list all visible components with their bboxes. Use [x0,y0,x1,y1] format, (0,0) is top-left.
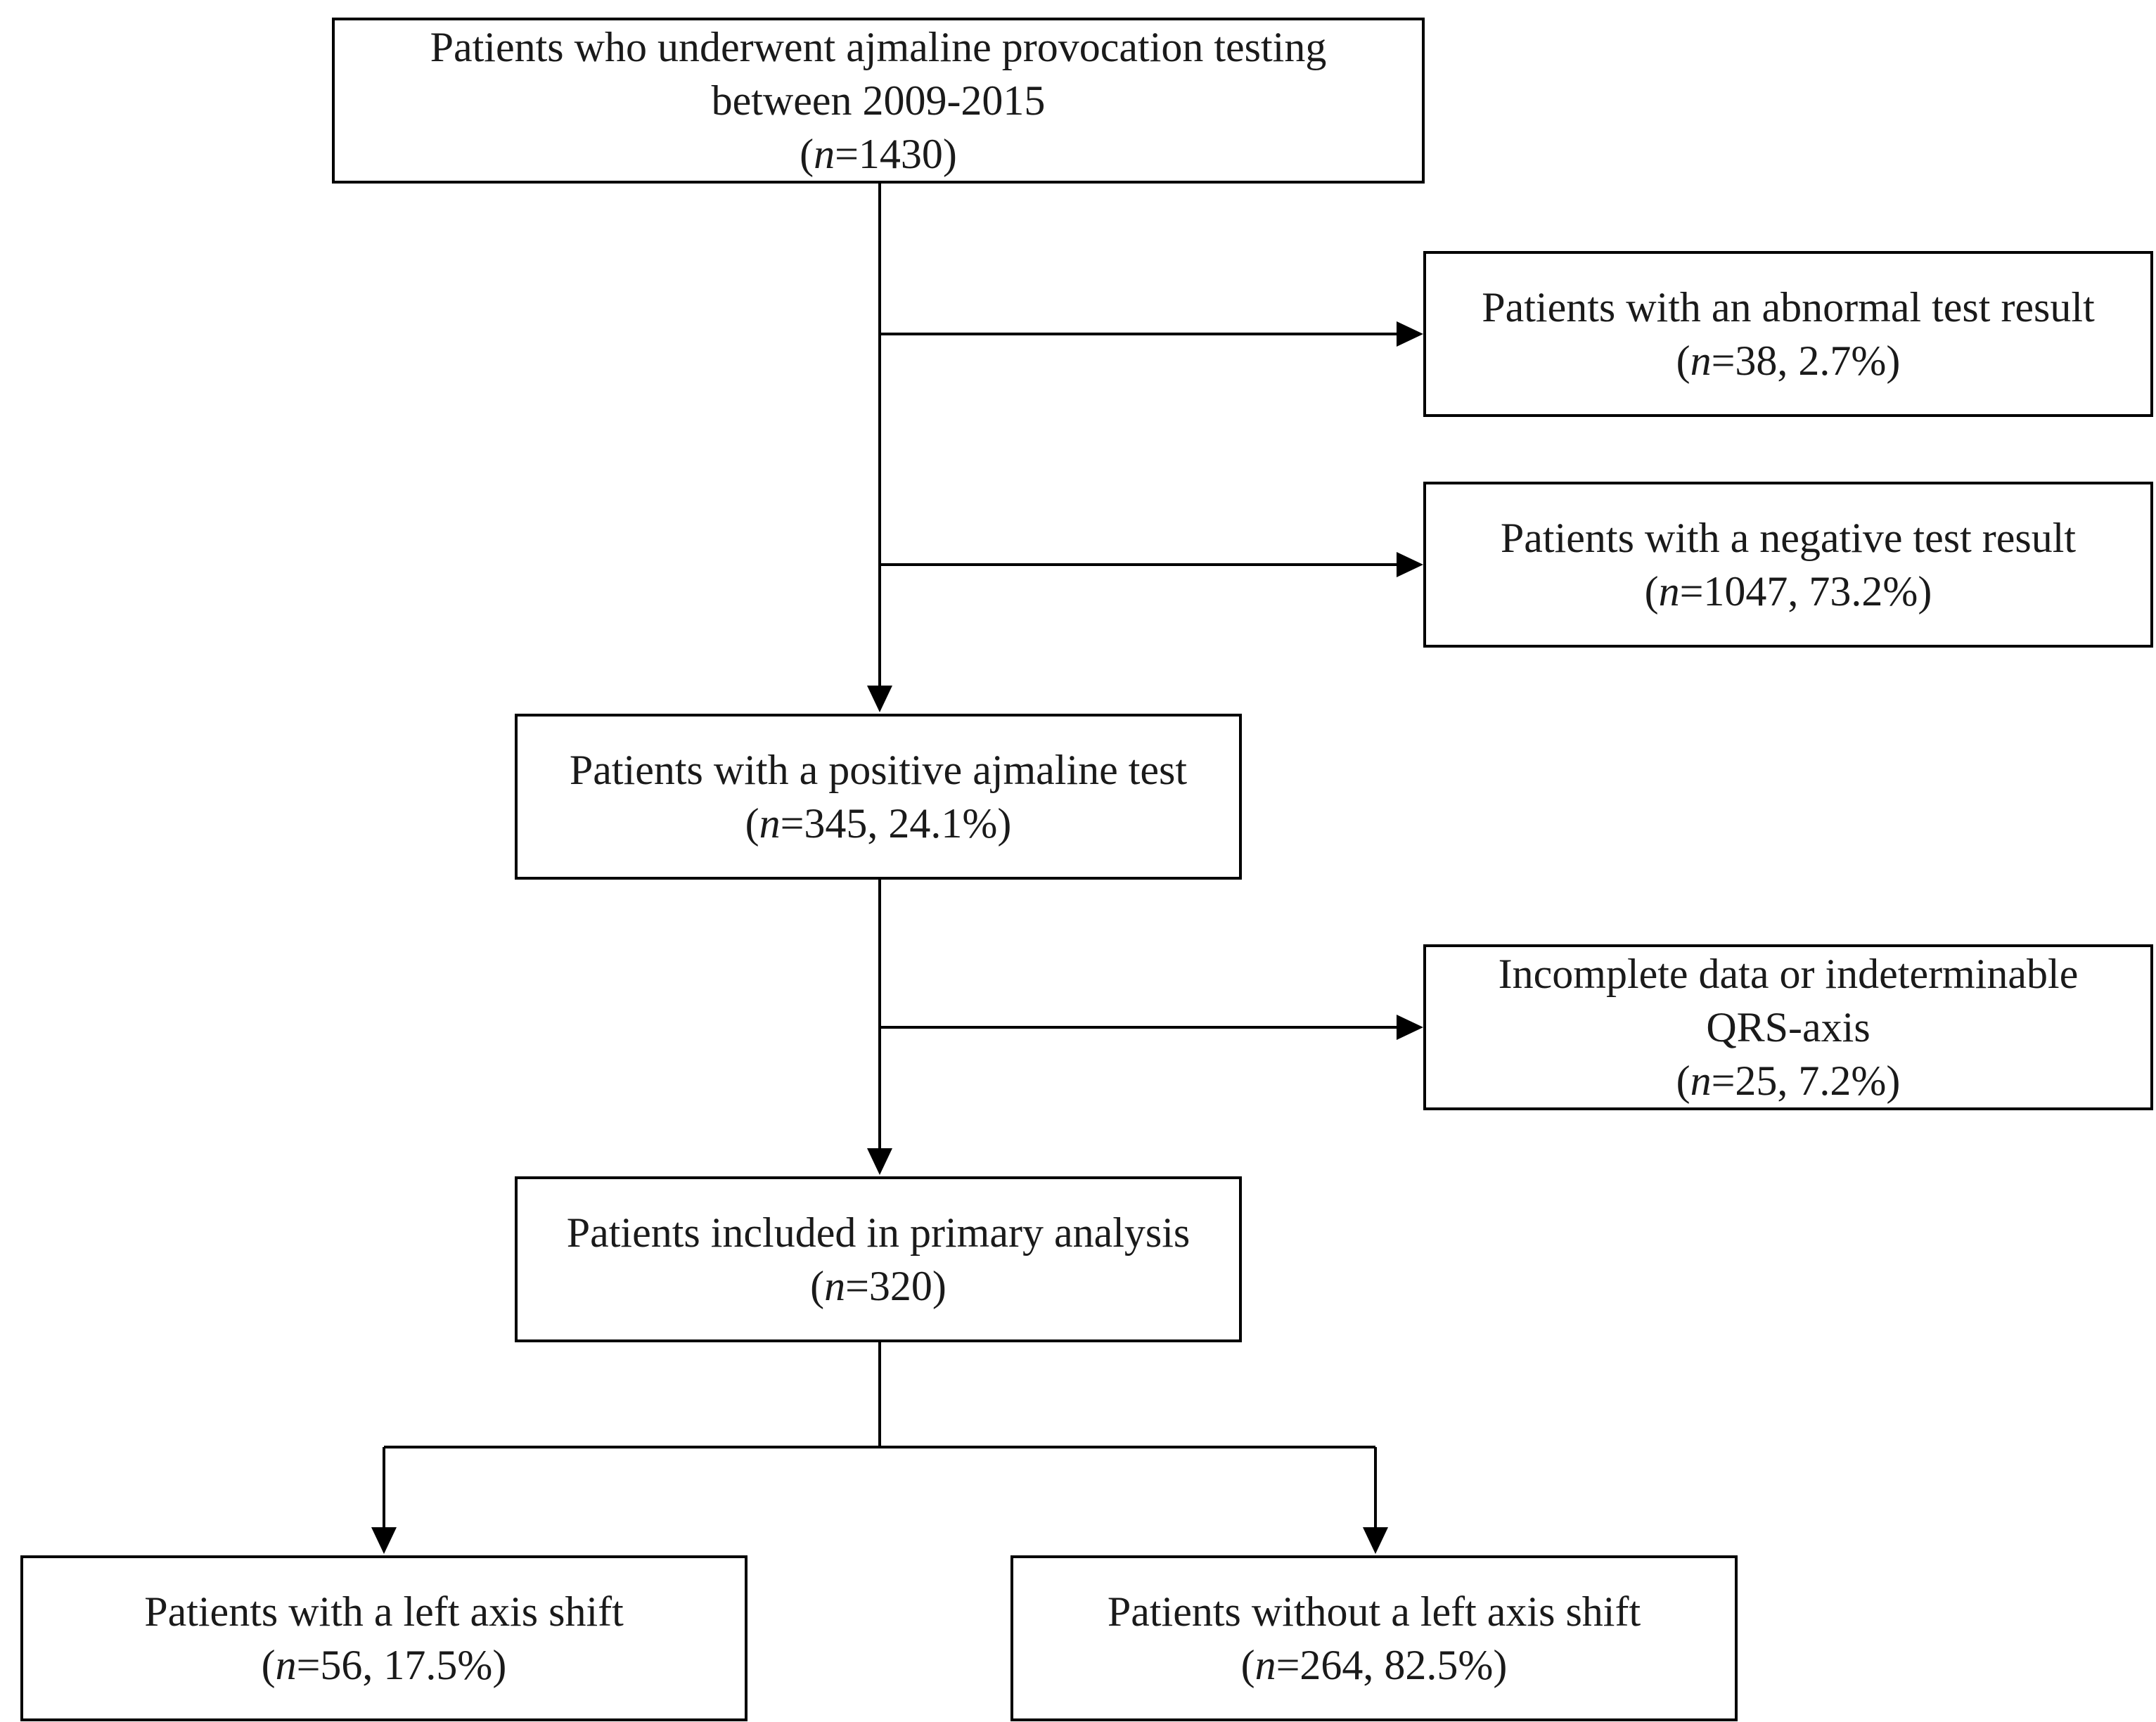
arrow-to-included [867,1148,892,1175]
node-label-line: QRS-axis [1706,1004,1871,1050]
node-all-tested-patients: Patients who underwent ajmaline provocat… [332,18,1425,184]
node-label-line: Patients with a left axis shift [144,1588,624,1635]
arrow-to-no-left-shift [1363,1527,1388,1554]
connector-lines [371,184,1423,1554]
node-label-line: between 2009-2015 [711,77,1046,124]
node-label-line: Patients with an abnormal test result [1482,284,2095,330]
node-count: (n=320) [810,1263,947,1309]
node-positive-test: Patients with a positive ajmaline test (… [515,714,1242,880]
node-no-left-axis-shift: Patients without a left axis shift (n=26… [1010,1555,1738,1721]
node-label-line: Incomplete data or indeterminable [1498,951,2079,997]
node-count: (n=25, 7.2%) [1676,1058,1901,1104]
node-label-line: Patients with a positive ajmaline test [569,747,1188,793]
node-count: (n=264, 82.5%) [1240,1642,1508,1688]
node-count: (n=56, 17.5%) [261,1642,507,1688]
node-count: (n=38, 2.7%) [1676,338,1901,384]
arrow-to-negative [1397,552,1423,577]
node-incomplete-data: Incomplete data or indeterminable QRS-ax… [1423,944,2153,1110]
node-count: (n=345, 24.1%) [745,800,1012,847]
arrow-to-positive [867,686,892,712]
node-abnormal-result: Patients with an abnormal test result (n… [1423,251,2153,417]
arrow-to-incomplete [1397,1015,1423,1040]
node-label-line: Patients without a left axis shift [1107,1588,1641,1635]
node-count: (n=1047, 73.2%) [1644,568,1932,615]
node-label-line: Patients included in primary analysis [566,1209,1191,1256]
arrow-to-left-shift [371,1527,397,1554]
node-count: (n=1430) [800,131,957,177]
node-label-line: Patients with a negative test result [1500,515,2077,561]
node-left-axis-shift: Patients with a left axis shift (n=56, 1… [20,1555,747,1721]
arrow-to-abnormal [1397,321,1423,347]
node-negative-result: Patients with a negative test result (n=… [1423,482,2153,648]
node-label-line: Patients who underwent ajmaline provocat… [430,24,1327,70]
node-primary-analysis: Patients included in primary analysis (n… [515,1176,1242,1342]
